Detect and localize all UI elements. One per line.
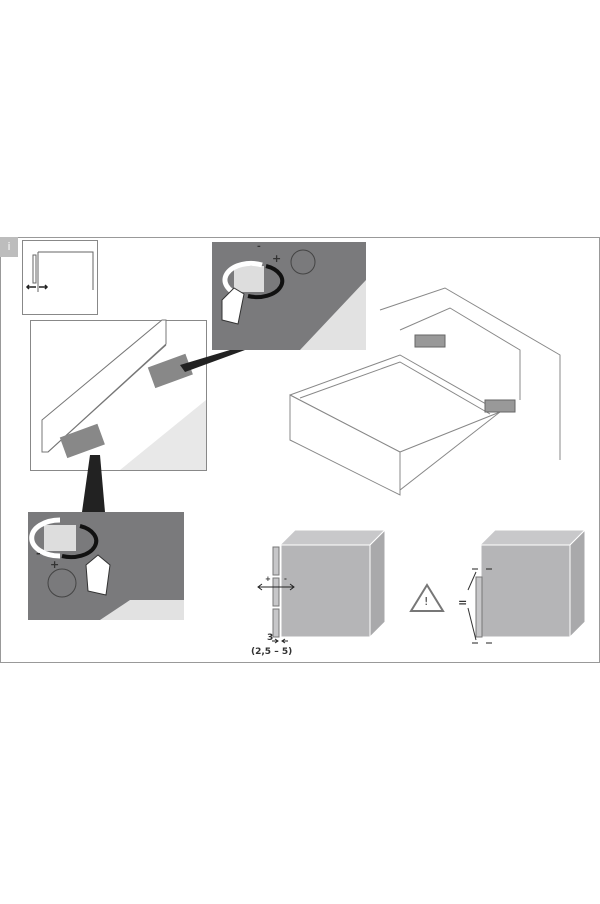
callout-bottom <box>82 455 105 512</box>
callout-top <box>180 350 245 372</box>
gap-range: (2,5 – 5) <box>251 647 293 657</box>
drawer-in-cabinet <box>289 287 561 496</box>
top-adjust-zoom <box>212 242 366 350</box>
gap-inset <box>22 240 98 315</box>
adjust-minus-label: - <box>284 575 287 583</box>
adjust-plus-label: + <box>265 575 271 583</box>
left-front-cube <box>257 528 387 644</box>
top-plus-label: + <box>272 252 282 265</box>
warning-icon <box>409 583 445 612</box>
drawer-underside-view <box>30 319 207 471</box>
gap-value: 3 <box>267 633 274 643</box>
bottom-adjust-zoom <box>28 512 184 620</box>
warning-mark: ! <box>424 595 429 608</box>
top-minus-label: - <box>257 242 261 252</box>
bottom-plus-label: + <box>50 558 60 571</box>
equal-sign: = <box>458 596 468 609</box>
right-front-cube <box>467 528 587 644</box>
info-badge: i <box>0 237 18 257</box>
bottom-minus-label: - <box>36 547 41 560</box>
